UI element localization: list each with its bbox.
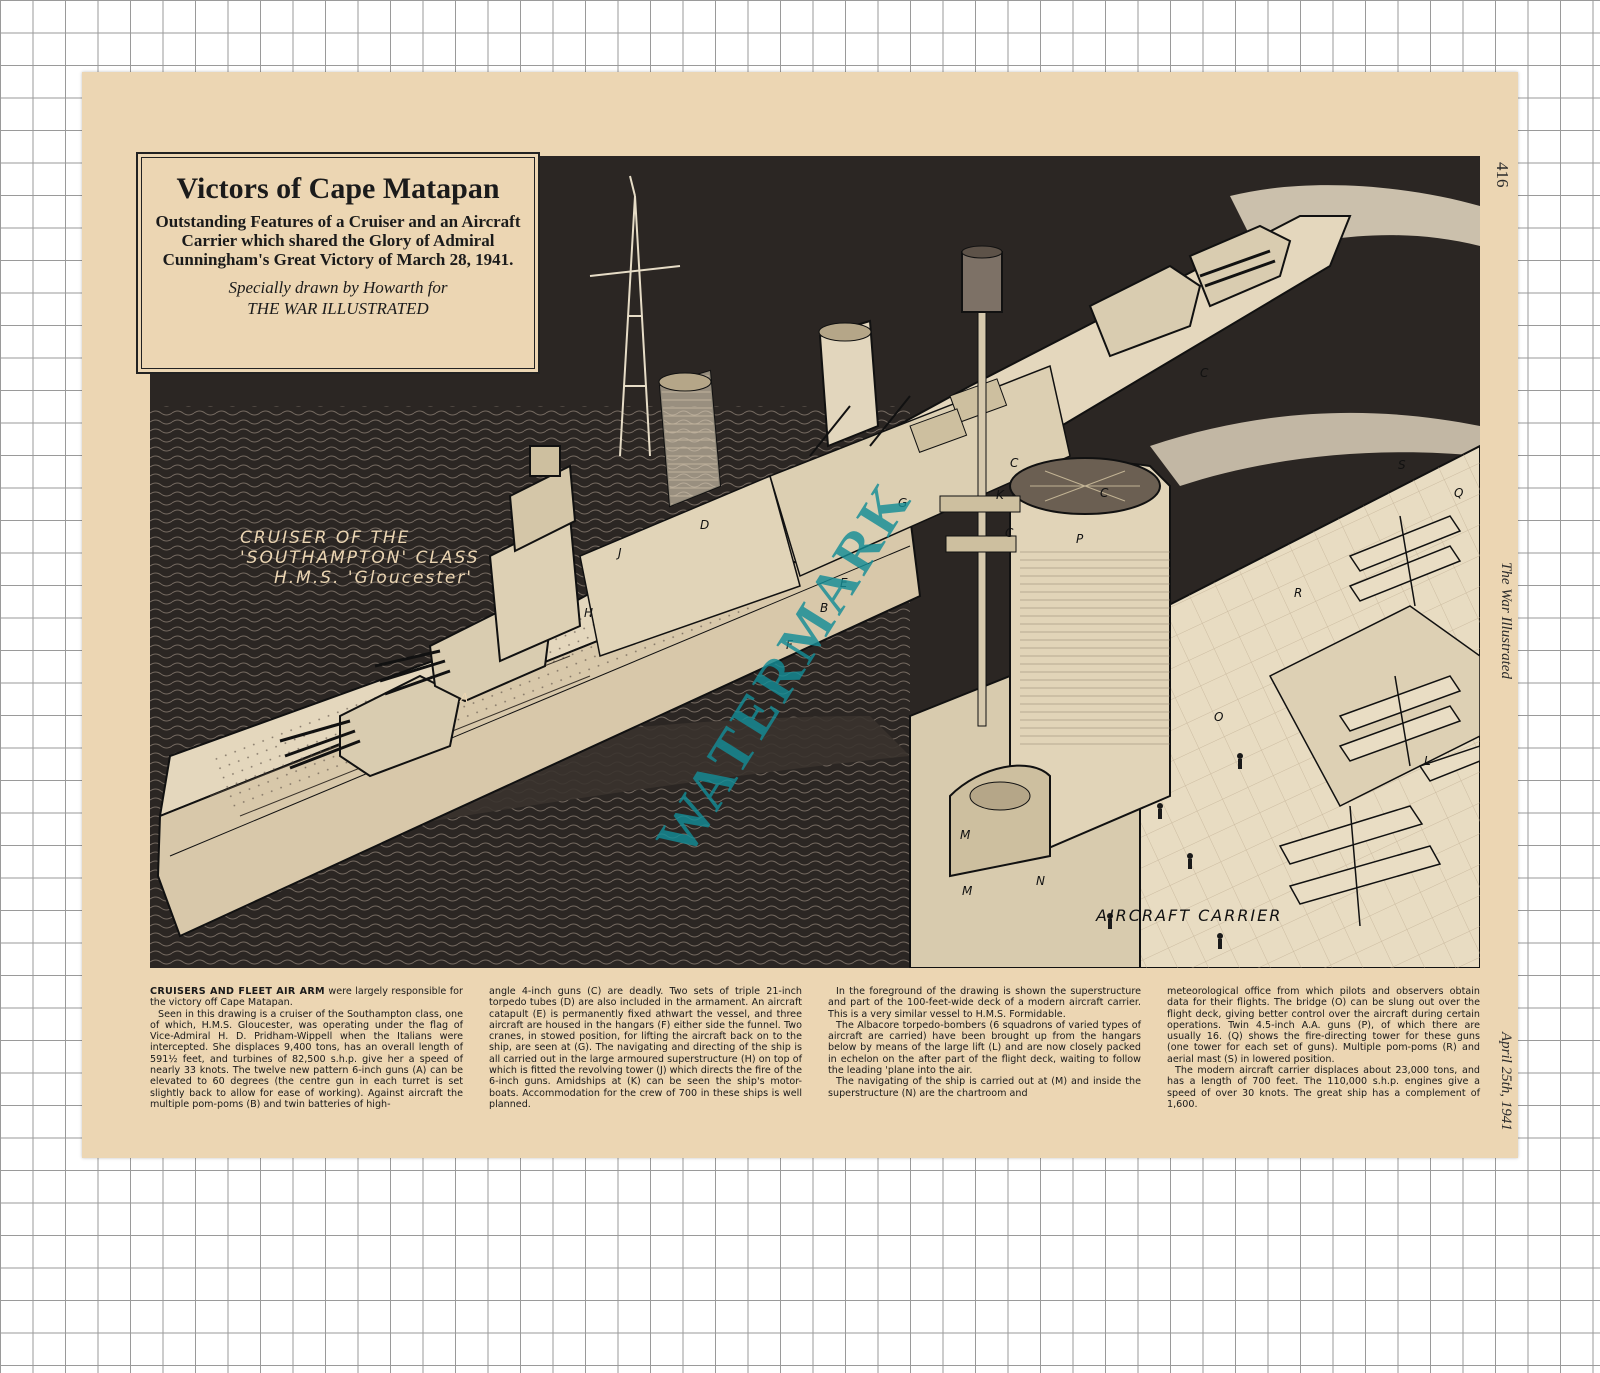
key-letter-j: J [618, 546, 622, 560]
article-column-2: angle 4-inch guns (C) are deadly. Two se… [489, 986, 802, 1116]
key-letter-c3: C [1005, 526, 1014, 540]
issue-date: April 25th, 1941 [1498, 1032, 1514, 1131]
publication-name: The War Illustrated [1498, 562, 1514, 679]
page-number: 416 [1493, 162, 1512, 188]
key-letter-c1: C [1010, 456, 1019, 470]
key-letter-h: H [584, 606, 594, 620]
cruiser-label-line3: H.M.S. 'Gloucester' [274, 568, 474, 588]
cruiser-label-line2: 'SOUTHAMPTON' CLASS [240, 548, 480, 568]
key-letter-c2: C [1100, 486, 1109, 500]
article-para: angle 4-inch guns (C) are deadly. Two se… [489, 986, 802, 1110]
key-letter-b: B [820, 601, 829, 615]
article-para: The modern aircraft carrier displaces ab… [1167, 1065, 1480, 1110]
credit-line: Specially drawn by Howarth for [228, 278, 448, 297]
key-letter-r: R [1294, 586, 1303, 600]
key-letter-o: O [1214, 710, 1224, 724]
key-letter-e: E [840, 576, 848, 590]
wake-carrier [1150, 412, 1480, 486]
page-title: Victors of Cape Matapan [176, 172, 500, 205]
cruiser-label-line1: CRUISER OF THE [240, 528, 411, 548]
key-letter-g: G [898, 496, 908, 510]
hull-stripe [169, 545, 911, 857]
key-letter-c4: C [1200, 366, 1209, 380]
key-letter-l: L [1424, 754, 1431, 768]
key-letter-m1: M [960, 828, 971, 842]
key-letter-m2: M [962, 884, 973, 898]
key-letter-f: F [786, 638, 793, 652]
key-letter-d: D [700, 518, 710, 532]
key-letter-a: A [460, 691, 469, 705]
article-para: In the foreground of the drawing is show… [828, 986, 1141, 1020]
carrier-island [909, 457, 1171, 968]
tripod-mast [589, 175, 681, 457]
title-box: Victors of Cape Matapan Outstanding Feat… [136, 152, 540, 374]
midships [579, 364, 1071, 657]
biplanes [1278, 515, 1480, 927]
article-text: were largely responsible for the victory… [150, 986, 463, 1009]
article-column-3: In the foreground of the drawing is show… [828, 986, 1141, 1116]
article-column-4: meteorological office from which pilots … [1167, 986, 1480, 1116]
article-para: meteorological office from which pilots … [1167, 986, 1480, 1065]
article-para: The navigating of the ship is carried ou… [828, 1076, 1141, 1099]
bridge-superstructure [488, 445, 582, 663]
article-column-1: CRUISERS AND FLEET AIR ARM were largely … [150, 986, 463, 1116]
article-lead-in: CRUISERS AND FLEET AIR ARM [150, 986, 325, 997]
ships-drawing [150, 156, 1480, 968]
illustration: CRUISER OF THE 'SOUTHAMPTON' CLASS H.M.S… [150, 156, 1480, 968]
article-body: CRUISERS AND FLEET AIR ARM were largely … [150, 986, 1480, 1116]
article-para-lead: CRUISERS AND FLEET AIR ARM were largely … [150, 986, 463, 1009]
key-letter-s: S [1398, 458, 1406, 472]
magazine-page: CRUISER OF THE 'SOUTHAMPTON' CLASS H.M.S… [82, 72, 1518, 1158]
credit-publication: THE WAR ILLUSTRATED [247, 299, 429, 318]
deck-crew [1107, 753, 1243, 949]
key-letter-k: K [996, 488, 1004, 502]
article-para: The Albacore torpedo-bombers (6 squadron… [828, 1019, 1141, 1077]
article-para: Seen in this drawing is a cruiser of the… [150, 1008, 463, 1110]
key-letter-n: N [1036, 874, 1045, 888]
page-subtitle: Outstanding Features of a Cruiser and an… [155, 212, 521, 269]
cruiser-label: CRUISER OF THE 'SOUTHAMPTON' CLASS H.M.S… [240, 528, 480, 588]
funnels [658, 319, 880, 508]
key-letter-p2: P [1076, 532, 1084, 546]
aft-turrets [1088, 224, 1292, 358]
carrier-mast [939, 245, 1021, 727]
key-letter-q: Q [1454, 486, 1464, 500]
carrier-label: AIRCRAFT CARRIER [1096, 906, 1283, 925]
